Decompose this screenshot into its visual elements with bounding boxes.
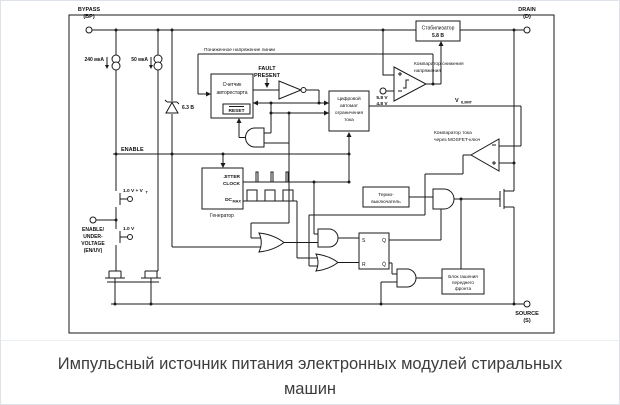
bypass-label: BYPASS <box>78 7 101 13</box>
latch-qn-label: Q̄ <box>382 261 386 268</box>
uv-comparator-icon <box>393 66 428 102</box>
or-gate-a-icon <box>258 232 285 253</box>
vt-sub-label: T <box>146 191 149 195</box>
figure-caption: Импульсный источник питания электронных … <box>57 355 563 398</box>
vt-label: 1.0 V + V <box>123 188 144 194</box>
current-source-icons <box>111 54 163 71</box>
reset-box <box>222 103 251 115</box>
enuv-label-4: (EN/UV) <box>84 248 103 254</box>
i-comparator-label-1: Компаратор тока <box>434 130 472 136</box>
leb-label-2: переднего <box>452 280 474 285</box>
drain-label: DRAIN <box>518 7 535 13</box>
thermal-and-gate-icon <box>432 188 455 210</box>
reset-and-gate-icon <box>245 127 265 148</box>
enuv-terminal <box>89 216 97 224</box>
arrowheads <box>105 41 444 168</box>
clock-label: CLOCK <box>223 181 241 187</box>
v1-label: 1.0 V <box>123 226 135 232</box>
bypass-terminal <box>85 26 93 34</box>
automat-label-4: тока <box>344 118 354 123</box>
or-gate-r-icon <box>315 253 339 272</box>
counter-label-2: авторестарта <box>216 90 247 96</box>
regulator-box <box>415 20 461 42</box>
and-gate-s-icon <box>317 228 339 248</box>
vlimit-sub-label: ILIMIT <box>461 101 473 105</box>
leb-and-gate-icon <box>396 268 417 288</box>
inverter-icon <box>278 80 303 100</box>
thermal-switch-box <box>362 186 410 208</box>
enuv-label-1: ENABLE/ <box>82 227 105 233</box>
enuv-label-2: UNDER- <box>83 234 103 240</box>
source-label: SOURCE <box>515 311 539 317</box>
block-boxes <box>201 20 485 295</box>
thermal-label-2: выключатель <box>371 200 401 205</box>
counter-label-1: Счетчик <box>223 82 242 88</box>
current-source-2-label: 50 мкА <box>131 57 148 63</box>
automat-label-3: ограничения <box>335 111 364 116</box>
latch-r-label: R <box>362 262 366 268</box>
enable-label: ENABLE <box>121 147 144 153</box>
drain-pin-label: (D) <box>523 14 531 20</box>
jitter-label: JITTER <box>223 174 240 180</box>
drain-terminal <box>523 26 531 34</box>
junction-dots <box>113 28 516 306</box>
reset-label: RESET <box>229 108 245 114</box>
terminal-circles <box>85 26 531 308</box>
line-undervoltage-label: Пониженное напряжение линии <box>204 47 275 53</box>
automat-label-1: Цифровой <box>337 95 361 102</box>
gate-symbols <box>245 66 500 288</box>
vlimit-label: V <box>455 98 459 104</box>
source-terminal <box>523 300 531 308</box>
generator-label: Генератор <box>210 213 234 219</box>
current-limit-automat-box <box>328 90 370 132</box>
leb-label-1: Блок гашения <box>448 274 478 279</box>
vref-label-1: 5.8 V <box>376 95 388 101</box>
automat-label-2: автомат <box>340 104 359 109</box>
regulator-label-1: Стабилизатор <box>422 26 455 32</box>
schematic-labels: BYPASS (BP) DRAIN (D) SOURCE (S) ENABLE/… <box>78 7 539 324</box>
vref-terminal <box>379 87 387 95</box>
zener-diode-icon <box>164 99 180 114</box>
latch-q-label: Q <box>382 238 386 244</box>
sr-latch-box <box>358 232 390 270</box>
source-pin-label: (S) <box>523 318 531 324</box>
vt-gate-terminal <box>127 196 133 202</box>
oscillator-box <box>201 167 244 210</box>
fault-label-2: PRESENT <box>254 73 281 79</box>
thermal-label-1: Термо- <box>378 192 394 198</box>
v1-gate-terminal <box>127 234 133 240</box>
regulator-label-2: 5.8 В <box>432 33 444 39</box>
vref-label-2: 4.8 V <box>376 101 388 107</box>
uv-comparator-label-1: Компаратор снижения <box>414 61 464 67</box>
dcmax-label: DC <box>225 197 232 203</box>
schematic-svg: BYPASS (BP) DRAIN (D) SOURCE (S) ENABLE/… <box>68 7 555 334</box>
leb-box <box>441 268 485 295</box>
fault-label-1: FAULT <box>258 66 276 72</box>
current-source-1-label: 240 мкА <box>84 57 104 63</box>
i-comparator-label-2: через MOSFET-ключ <box>434 137 481 143</box>
leb-label-3: фронта <box>455 286 471 291</box>
latch-s-label: S <box>362 238 366 244</box>
schematic-figure: BYPASS (BP) DRAIN (D) SOURCE (S) ENABLE/… <box>1 1 619 341</box>
enuv-label-3: VOLTAGE <box>81 241 105 247</box>
bypass-pin-label: (BP) <box>83 14 94 20</box>
dcmax-sub-label: MAX <box>233 200 242 204</box>
zener-label: 6.3 В <box>182 105 194 111</box>
uv-comparator-label-2: напряжения <box>414 69 441 74</box>
